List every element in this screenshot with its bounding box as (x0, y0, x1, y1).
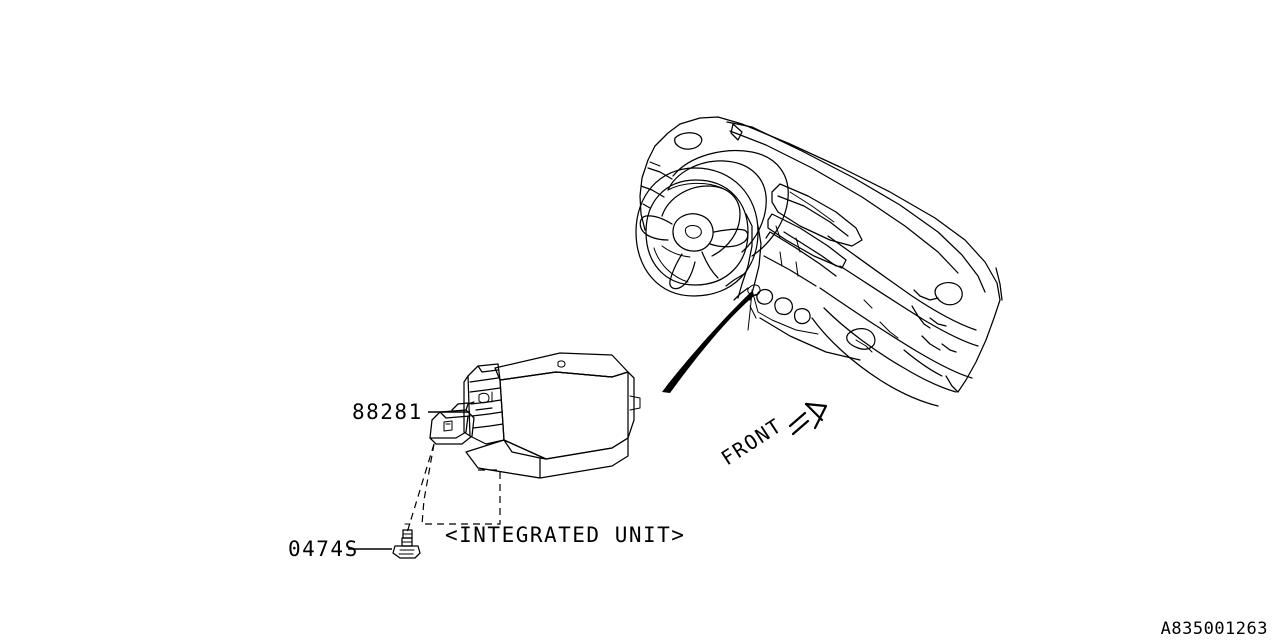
front-direction-label: FRONT (717, 413, 787, 470)
center-console (749, 183, 863, 361)
part-number-0474S: 0474S (288, 537, 359, 561)
integrated-unit-body (429, 352, 641, 479)
drawing-id: A835001263 (1161, 619, 1268, 639)
front-direction-arrow (788, 402, 828, 436)
mounting-bracket (429, 401, 475, 445)
screw (392, 523, 421, 559)
part-number-88281: 88281 (352, 400, 423, 424)
installation-pointer (662, 291, 754, 393)
integrated-unit-caption: <INTEGRATED UNIT> (445, 523, 685, 547)
instrument-panel (635, 116, 1003, 407)
assembly-guide-line-bracket (421, 443, 501, 525)
assembly-guide-line-vertical (405, 443, 435, 537)
steering-wheel (635, 167, 759, 297)
